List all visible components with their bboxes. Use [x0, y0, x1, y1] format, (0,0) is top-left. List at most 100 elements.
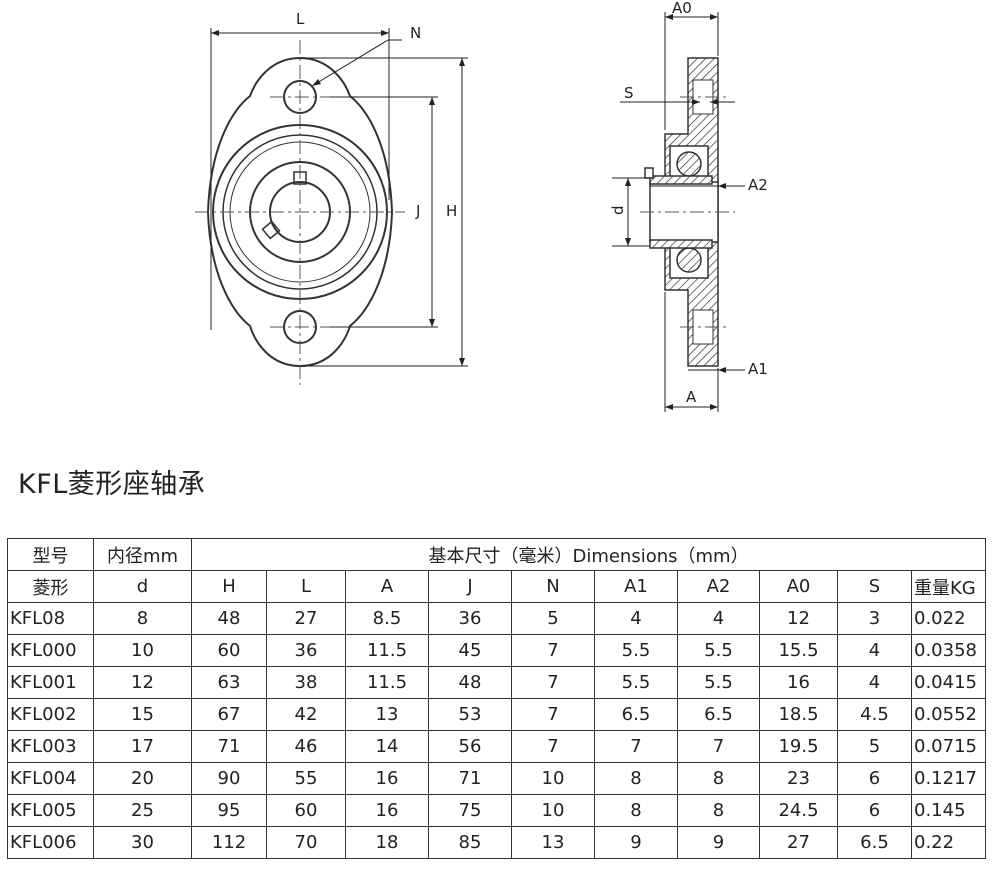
label-S: S: [624, 84, 634, 102]
value-cell: 5.5: [594, 666, 678, 699]
value-cell: 36: [266, 634, 346, 667]
value-cell: 11.5: [345, 634, 429, 667]
value-cell: 6: [837, 794, 912, 827]
model-cell: KFL005: [7, 794, 94, 827]
value-cell: 3: [837, 602, 912, 635]
value-cell: 13: [345, 698, 429, 731]
value-cell: 55: [266, 762, 346, 795]
model-cell: KFL08: [7, 602, 94, 635]
header-cell: 菱形: [7, 570, 94, 603]
value-cell: 6.5: [677, 698, 760, 731]
model-cell: KFL002: [7, 698, 94, 731]
value-cell: 42: [266, 698, 346, 731]
value-cell: 24.5: [759, 794, 838, 827]
header-cell: N: [511, 570, 595, 603]
value-cell: 20: [93, 762, 192, 795]
value-cell: 5.5: [677, 634, 760, 667]
value-cell: 7: [511, 666, 595, 699]
value-cell: 38: [266, 666, 346, 699]
value-cell: 112: [191, 826, 267, 859]
header-cell: A: [345, 570, 429, 603]
value-cell: 8: [594, 794, 678, 827]
value-cell: 27: [266, 602, 346, 635]
value-cell: 6.5: [594, 698, 678, 731]
value-cell: 4: [594, 602, 678, 635]
value-cell: 48: [191, 602, 267, 635]
value-cell: 7: [511, 730, 595, 763]
value-cell: 4: [837, 666, 912, 699]
value-cell: 5: [837, 730, 912, 763]
value-cell: 8: [594, 762, 678, 795]
header-cell: A2: [677, 570, 760, 603]
value-cell: 7: [677, 730, 760, 763]
value-cell: 56: [428, 730, 512, 763]
value-cell: 90: [191, 762, 267, 795]
value-cell: 6: [837, 762, 912, 795]
page-title: KFL菱形座轴承: [18, 469, 206, 500]
header-cell: A0: [759, 570, 838, 603]
value-cell: 4: [837, 634, 912, 667]
value-cell: 8: [677, 762, 760, 795]
label-A1: A1: [748, 360, 768, 378]
value-cell: 70: [266, 826, 346, 859]
value-cell: 8: [93, 602, 192, 635]
value-cell: 18.5: [759, 698, 838, 731]
header-cell: H: [191, 570, 267, 603]
label-A2: A2: [748, 176, 768, 194]
header-cell: 重量KG: [910, 570, 987, 603]
value-cell: 4: [677, 602, 760, 635]
value-cell: 16: [345, 794, 429, 827]
header-cell: J: [428, 570, 512, 603]
header-row-2: 菱形 d H L A J N A1 A2 A0 S 重量KG: [7, 570, 987, 603]
label-d: d: [609, 205, 627, 215]
model-cell: KFL001: [7, 666, 94, 699]
value-cell: 11.5: [345, 666, 429, 699]
value-cell: 10: [511, 794, 595, 827]
value-cell: 48: [428, 666, 512, 699]
model-cell: KFL000: [7, 634, 94, 667]
value-cell: 15: [93, 698, 192, 731]
value-cell: 17: [93, 730, 192, 763]
value-cell: 6.5: [837, 826, 912, 859]
side-view: [644, 57, 719, 367]
label-J: J: [415, 202, 420, 220]
value-cell: 16: [759, 666, 838, 699]
value-cell: 0.0715: [910, 730, 987, 763]
value-cell: 19.5: [759, 730, 838, 763]
label-A0: A0: [672, 0, 692, 17]
value-cell: 95: [191, 794, 267, 827]
value-cell: 10: [511, 762, 595, 795]
label-H: H: [446, 202, 457, 220]
spec-table: 型号 内径mm 基本尺寸（毫米）Dimensions（mm） 菱形 d H L …: [7, 538, 987, 859]
label-N: N: [410, 24, 421, 42]
value-cell: 0.0358: [910, 634, 987, 667]
value-cell: 0.145: [910, 794, 987, 827]
value-cell: 36: [428, 602, 512, 635]
value-cell: 12: [759, 602, 838, 635]
technical-drawing: L N J H: [195, 0, 768, 412]
value-cell: 60: [191, 634, 267, 667]
header-cell: S: [837, 570, 912, 603]
value-cell: 63: [191, 666, 267, 699]
value-cell: 23: [759, 762, 838, 795]
header-cell: L: [266, 570, 346, 603]
value-cell: 0.1217: [910, 762, 987, 795]
header-row-1: 型号 内径mm 基本尺寸（毫米）Dimensions（mm）: [7, 538, 987, 571]
value-cell: 5.5: [677, 666, 760, 699]
model-cell: KFL004: [7, 762, 94, 795]
value-cell: 45: [428, 634, 512, 667]
value-cell: 71: [428, 762, 512, 795]
value-cell: 8.5: [345, 602, 429, 635]
value-cell: 13: [511, 826, 595, 859]
header-dimensions: 基本尺寸（毫米）Dimensions（mm）: [190, 538, 987, 571]
model-cell: KFL003: [7, 730, 94, 763]
value-cell: 30: [93, 826, 192, 859]
value-cell: 0.0552: [910, 698, 987, 731]
